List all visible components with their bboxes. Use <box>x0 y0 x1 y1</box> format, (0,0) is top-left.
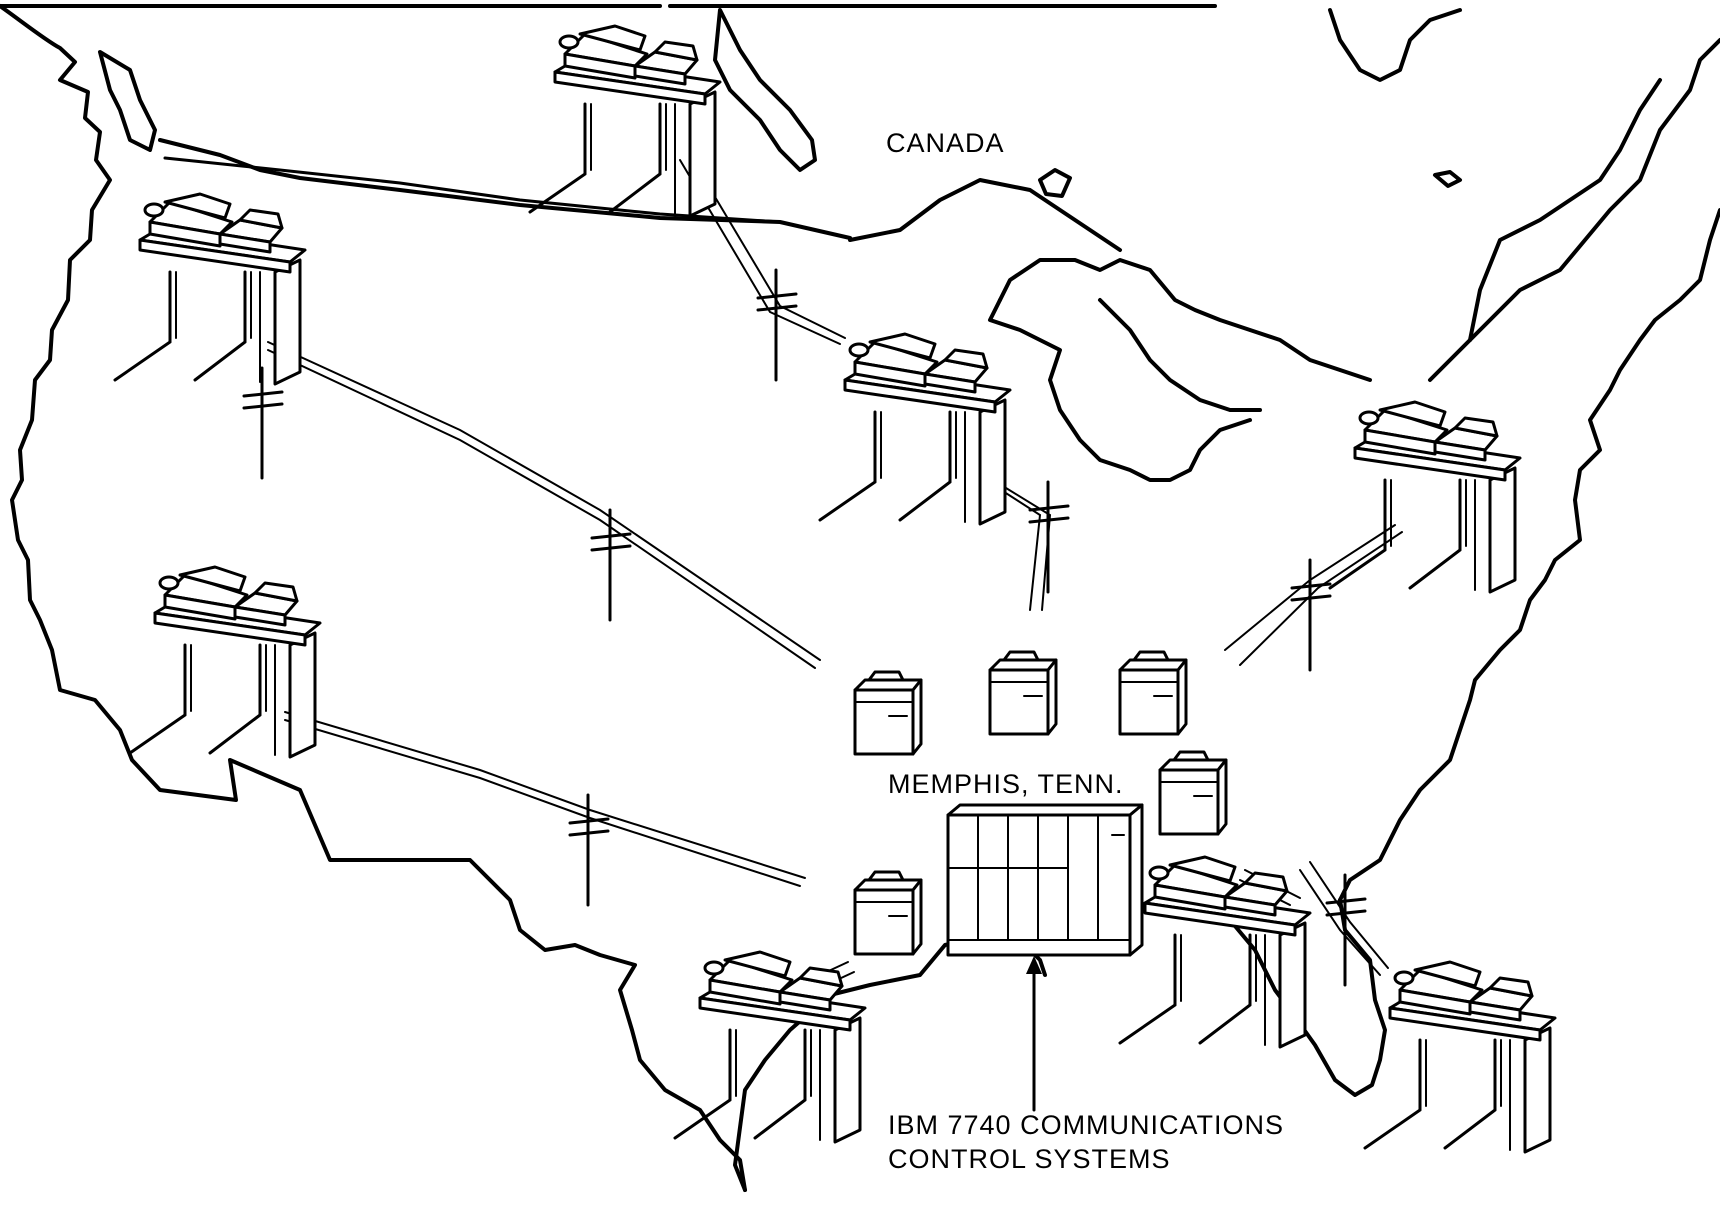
terminal-desk-icon <box>115 194 305 384</box>
system-label-line1: IBM 7740 COMMUNICATIONS <box>888 1110 1284 1140</box>
peripheral-unit-icon <box>990 652 1056 734</box>
remote-terminals <box>115 26 1555 1152</box>
telephone-pole-icon <box>1292 560 1330 670</box>
terminal-desk-icon <box>820 334 1010 524</box>
terminal-desk-icon <box>1365 962 1555 1152</box>
hub-city-label: MEMPHIS, TENN. <box>888 769 1124 799</box>
peripheral-unit-icon <box>1160 752 1226 834</box>
mainframe-cabinet-icon <box>948 805 1142 955</box>
telephone-pole-icon <box>570 795 608 905</box>
telephone-pole-icon <box>1327 875 1365 985</box>
terminal-desk-icon <box>130 567 320 757</box>
country-label: CANADA <box>886 128 1005 158</box>
system-label-line2: CONTROL SYSTEMS <box>888 1144 1171 1174</box>
peripheral-unit-icon <box>1120 652 1186 734</box>
terminal-desk-icon <box>1120 857 1310 1047</box>
peripheral-unit-icon <box>855 672 921 754</box>
terminal-desk-icon <box>530 26 720 216</box>
telephone-pole-icon <box>1030 482 1068 592</box>
telephone-pole-icon <box>758 270 796 380</box>
peripheral-unit-icon <box>855 872 921 954</box>
terminal-desk-icon <box>1330 402 1520 592</box>
